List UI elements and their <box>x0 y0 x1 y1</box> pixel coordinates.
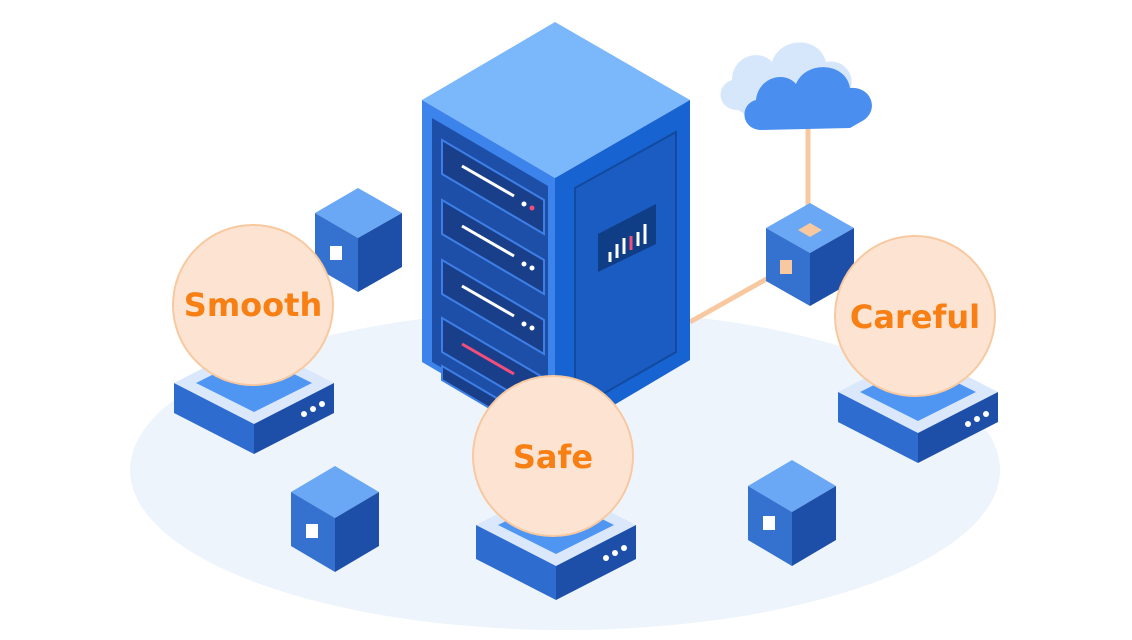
bubble-careful: Careful <box>834 235 996 397</box>
data-cube-icon <box>291 466 379 572</box>
data-cube-icon <box>766 203 854 306</box>
bubble-safe: Safe <box>472 375 634 537</box>
cloud-icon <box>720 42 872 130</box>
data-cube-icon <box>748 460 836 566</box>
label-smooth: Smooth <box>184 286 322 324</box>
label-safe: Safe <box>513 438 593 476</box>
server-rack-icon <box>422 22 690 442</box>
label-careful: Careful <box>850 298 980 336</box>
data-cube-icon <box>315 188 402 292</box>
bubble-smooth: Smooth <box>172 224 334 386</box>
